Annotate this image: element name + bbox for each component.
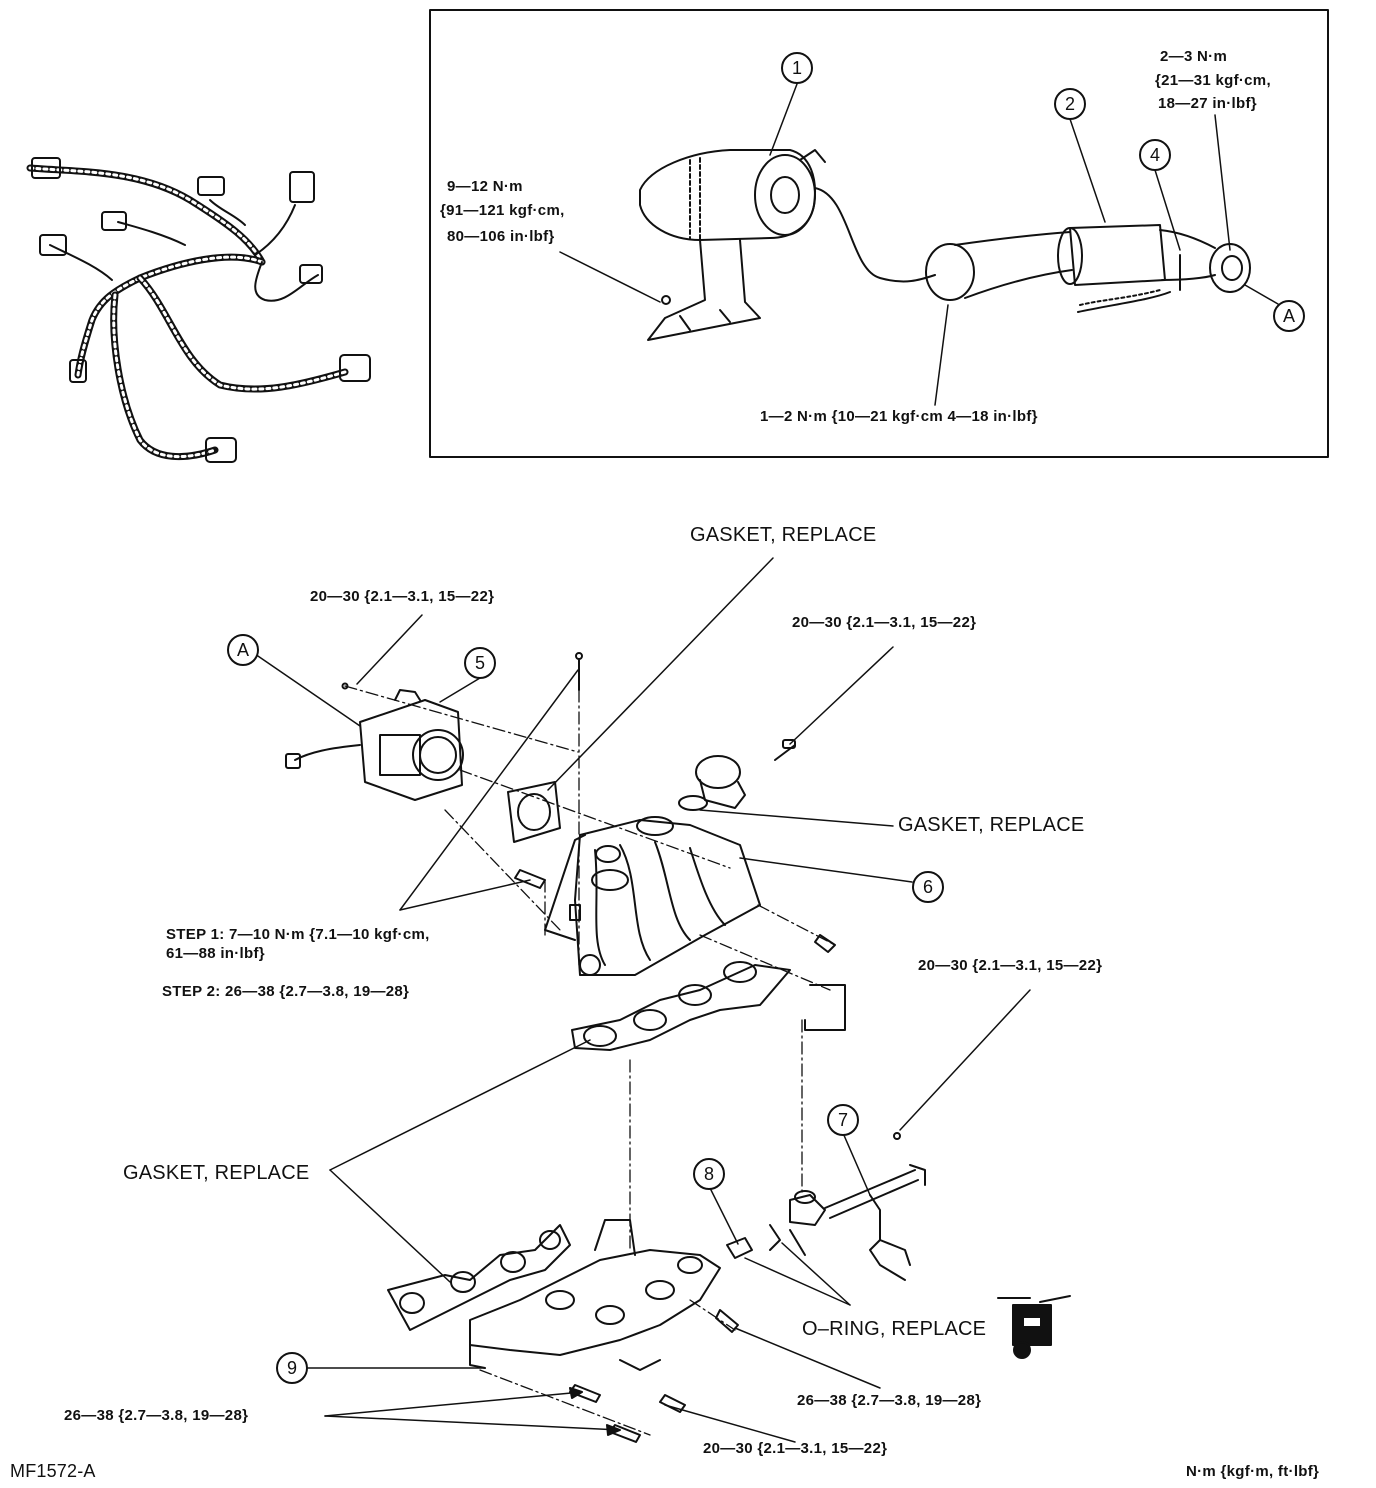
tq-egr-mount-line2: {91—121 kgf·cm, [440, 202, 565, 219]
callout-4: 4 [1139, 139, 1171, 171]
inset-frame [429, 9, 1329, 458]
exhaust-manifold [387, 1219, 721, 1371]
label-gasket-right: GASKET, REPLACE [898, 814, 1085, 836]
callout-7: 7 [827, 1104, 859, 1136]
tq-egr-mount-line1: 9—12 N·m [447, 178, 523, 195]
intake-manifold [544, 816, 761, 976]
tq-lower-left: 26—38 {2.7—3.8, 19—28} [64, 1407, 249, 1424]
callout-a-main: A [227, 634, 259, 666]
tq-sensor-line1: 2—3 N·m [1160, 48, 1228, 65]
units-note: N·m {kgf·m, ft·lbf} [1186, 1463, 1320, 1480]
callout-a-inset: A [1273, 300, 1305, 332]
step1-line1: STEP 1: 7—10 N·m {7.1—10 kgf·cm, [166, 926, 430, 943]
inset-assembly [639, 149, 1251, 341]
figure-id: MF1572-A [10, 1461, 96, 1481]
tq-lower-right: 26—38 {2.7—3.8, 19—28} [797, 1392, 982, 1409]
tq-sensor-line2: {21—31 kgf·cm, [1155, 72, 1271, 89]
tq-bottom: 20—30 {2.1—3.1, 15—22} [703, 1440, 888, 1457]
throttle-gasket [507, 652, 583, 843]
callout-9: 9 [276, 1352, 308, 1384]
fuel-rail [726, 1132, 926, 1281]
assembly-axes [344, 685, 836, 1436]
tq-throttle: 20—30 {2.1—3.1, 15—22} [310, 588, 495, 605]
manifold-gasket [571, 961, 846, 1051]
wiring-harness [26, 157, 371, 463]
label-gasket-left: GASKET, REPLACE [123, 1162, 310, 1184]
label-gasket-top: GASKET, REPLACE [690, 524, 877, 546]
tq-sensor-line3: 18—27 in·lbf} [1158, 95, 1257, 112]
step2: STEP 2: 26—38 {2.7—3.8, 19—28} [162, 983, 410, 1000]
tq-fuelrail: 20—30 {2.1—3.1, 15—22} [918, 957, 1103, 974]
tq-hose-clamp: 1—2 N·m {10—21 kgf·cm 4—18 in·lbf} [760, 408, 1038, 425]
bolts [514, 869, 836, 1443]
callout-8: 8 [693, 1158, 725, 1190]
tq-egr: 20—30 {2.1—3.1, 15—22} [792, 614, 977, 631]
callout-5: 5 [464, 647, 496, 679]
main-leaders [254, 557, 1031, 1443]
callout-1: 1 [781, 52, 813, 84]
egr-valve [678, 739, 796, 811]
callout-6: 6 [912, 871, 944, 903]
service-kit-icon [997, 1295, 1071, 1359]
label-oring: O–RING, REPLACE [802, 1318, 987, 1340]
step1-line2: 61—88 in·lbf} [166, 945, 265, 962]
tq-egr-mount-line3: 80—106 in·lbf} [447, 228, 555, 245]
inset-leaders [559, 83, 1279, 406]
throttle-body [285, 682, 464, 801]
callout-2: 2 [1054, 88, 1086, 120]
